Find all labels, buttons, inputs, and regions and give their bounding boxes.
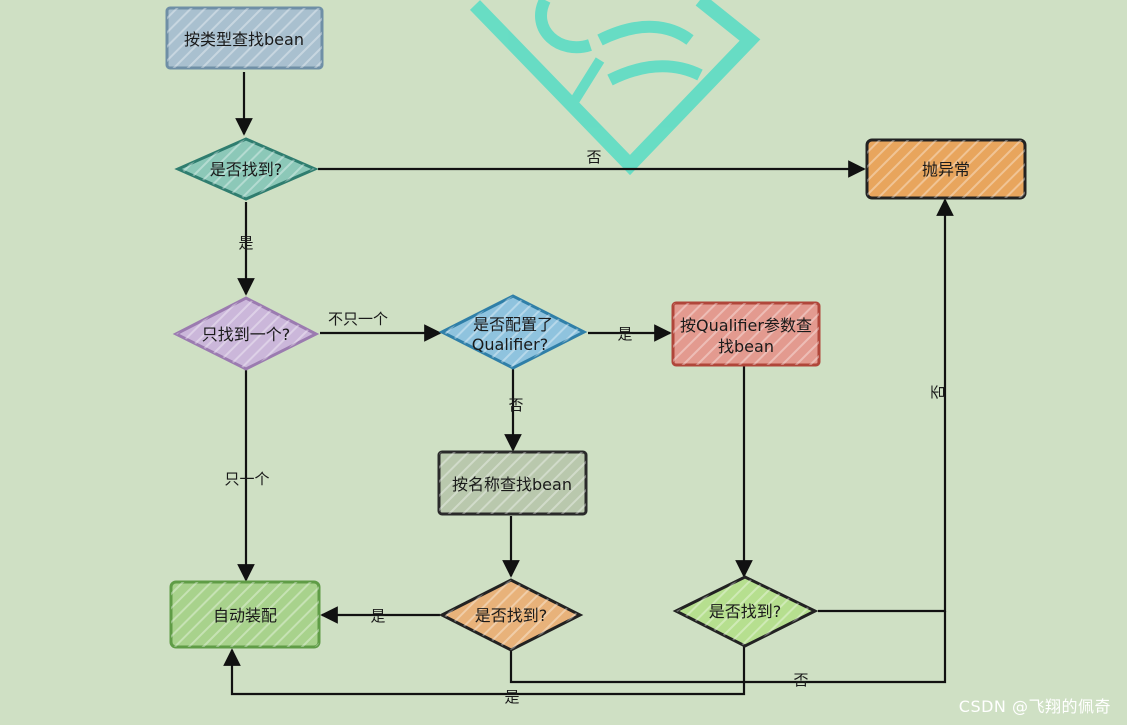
node-qualifier-question-line1: 是否配置了 [473, 315, 553, 334]
node-found-question-2-label: 是否找到? [475, 606, 548, 625]
edge-found2-no-to-throw [509, 611, 947, 684]
node-only-one-question: 只找到一个? [172, 296, 320, 371]
edge-labels: 否 是 不只一个 是 否 只一个 是 否 否 是 [224, 148, 947, 706]
node-found-question-1: 是否找到? [174, 137, 319, 201]
edges [223, 72, 954, 696]
watermark-text: CSDN @飞翔的佩奇 [958, 697, 1111, 716]
node-qualifier-question: 是否配置了 Qualifier? [438, 294, 588, 370]
edge-label-no-qualifier: 否 [508, 396, 523, 414]
node-find-by-name: 按名称查找bean [437, 450, 588, 516]
edge-label-no-right: 否 [929, 384, 947, 399]
node-only-one-question-label: 只找到一个? [202, 325, 291, 344]
node-find-by-qualifier-line1: 按Qualifier参数查 [680, 316, 812, 335]
node-found-question-2: 是否找到? [438, 578, 584, 652]
edge-label-yes-name: 是 [370, 607, 385, 625]
node-found-question-3-label: 是否找到? [709, 602, 782, 621]
node-found-question-1-label: 是否找到? [210, 160, 283, 179]
edge-label-no-top: 否 [586, 148, 601, 166]
edge-label-only-one: 只一个 [224, 470, 269, 488]
edge-label-yes-1: 是 [238, 234, 253, 252]
node-find-by-type-label: 按类型查找bean [184, 30, 304, 49]
edge-label-not-only-one: 不只一个 [328, 310, 388, 328]
edge-found3-to-throw [818, 198, 954, 613]
node-find-by-qualifier: 按Qualifier参数查 找bean [671, 301, 821, 367]
node-autowire-label: 自动装配 [213, 606, 277, 625]
node-find-by-type: 按类型查找bean [165, 6, 324, 70]
decorative-watermark-shape [469, 0, 761, 176]
node-throw-exception: 抛异常 [865, 138, 1027, 200]
edge-label-yes-bottom: 是 [504, 688, 519, 706]
edge-label-yes-qualifier: 是 [617, 325, 632, 343]
node-throw-exception-label: 抛异常 [922, 160, 970, 179]
node-autowire: 自动装配 [169, 580, 321, 649]
edge-label-no-bottom: 否 [793, 671, 808, 689]
node-qualifier-question-line2: Qualifier? [472, 335, 548, 354]
node-found-question-3: 是否找到? [672, 575, 819, 648]
node-find-by-qualifier-line2: 找bean [718, 337, 774, 356]
edge-found3-yes-to-autowire [223, 646, 746, 696]
node-find-by-name-label: 按名称查找bean [452, 475, 572, 494]
